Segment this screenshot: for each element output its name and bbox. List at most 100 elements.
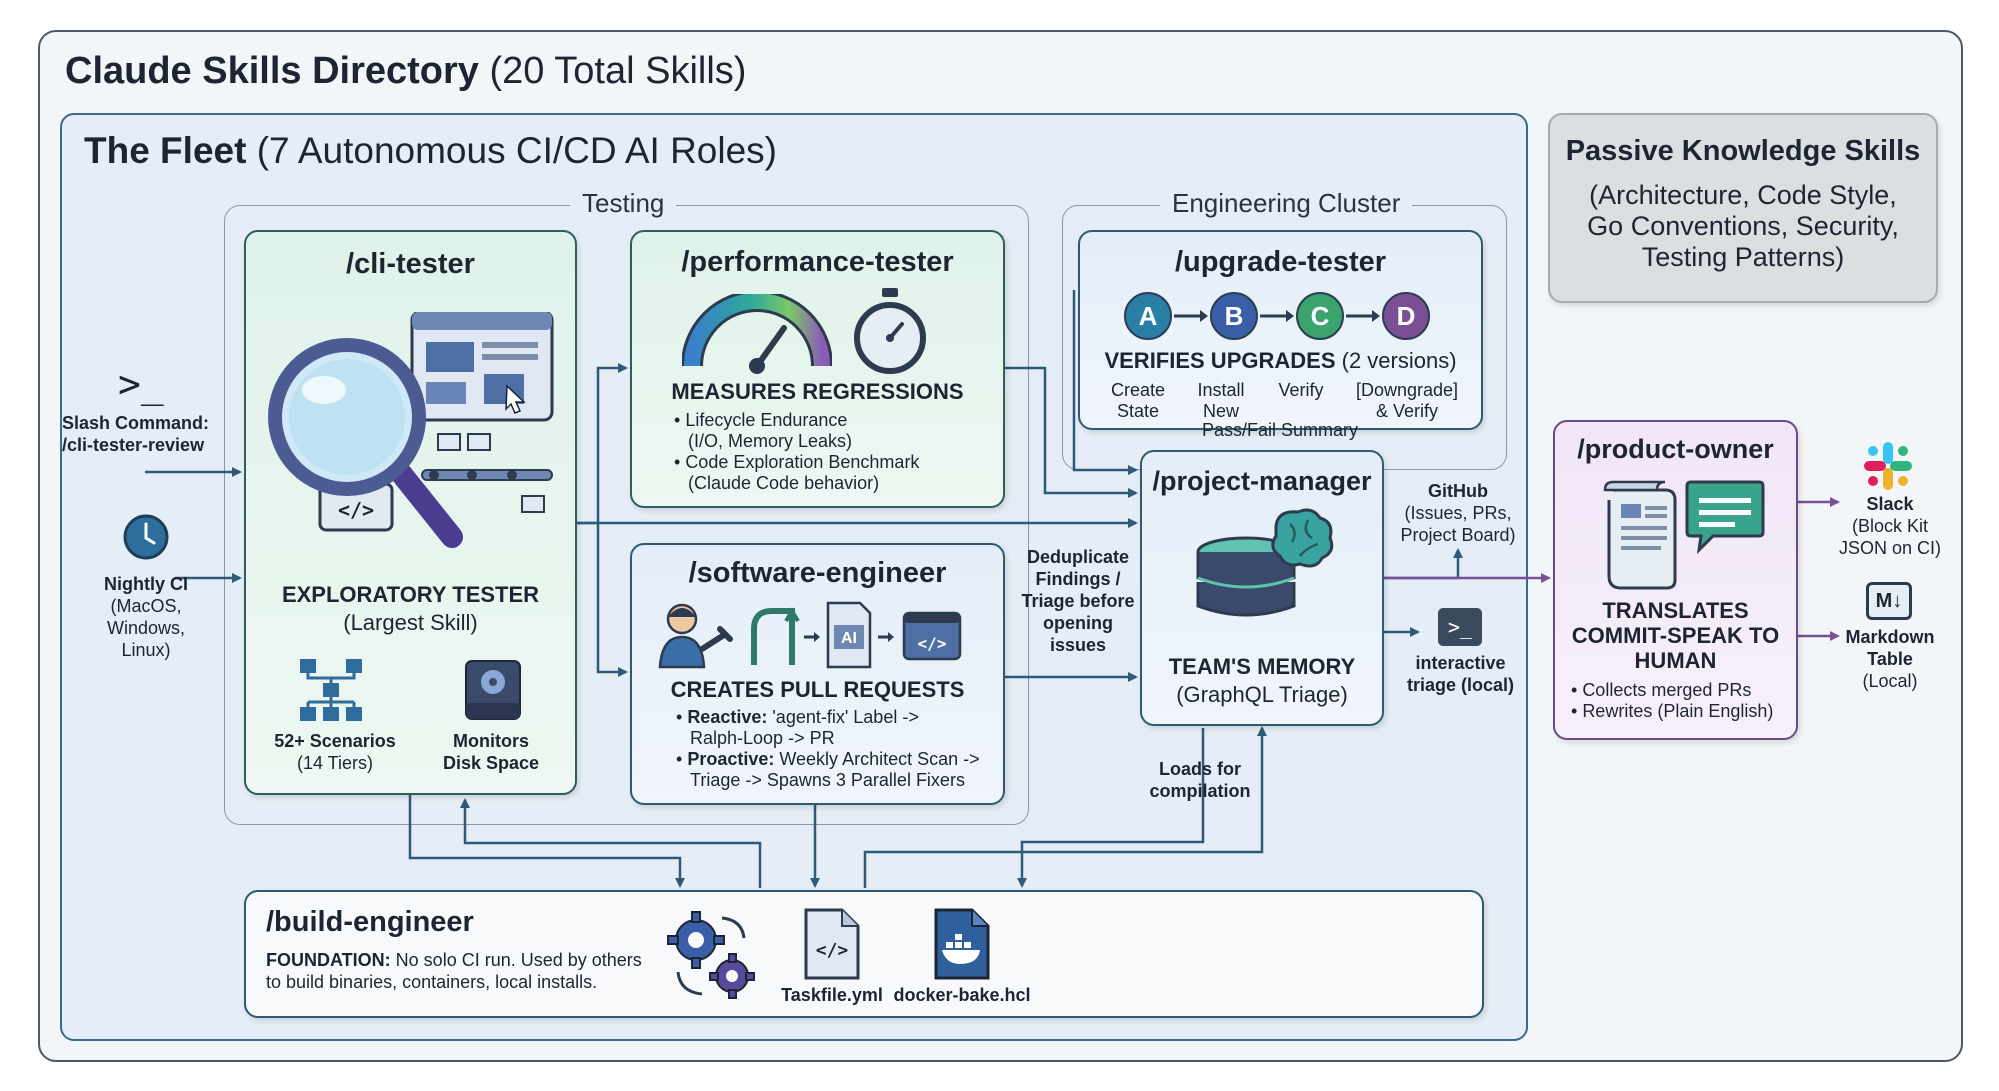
upgrade-to-pm-arrow [1072, 290, 1138, 475]
cli-tester-sub: (Largest Skill) [343, 610, 478, 635]
slash-command-label: Slash Command: [62, 413, 210, 433]
cli-tester-heading: EXPLORATORY TESTER [281, 582, 540, 607]
interactive-line: interactive [1415, 653, 1506, 673]
cli-to-performance-arrow [577, 363, 628, 525]
product-owner-card[interactable]: /product-owner TRANSLATES COMMIT-SPEAK T… [1553, 420, 1798, 740]
performance-tester-card[interactable]: /performance-tester MEASURES REGRESSIONS… [630, 230, 1005, 508]
cli-to-software-arrow [596, 523, 628, 677]
directory-title-count: (20 Total Skills) [489, 50, 747, 92]
bullet-item: • Reactive: 'agent-fix' Label -> [676, 707, 919, 727]
clock-icon [123, 514, 169, 560]
magnifier-dashboard-icon: </> [268, 312, 554, 548]
upgrade-heading-rest: (2 versions) [1341, 348, 1457, 373]
upgrade-col-line: & Verify [1375, 401, 1439, 421]
upgrade-heading-bold: VERIFIES UPGRADES [1104, 348, 1336, 373]
disk-icon [465, 660, 521, 720]
step-b-circle: B [1210, 292, 1258, 340]
engineering-group-label: Engineering Cluster [1160, 188, 1413, 219]
upgrade-heading: VERIFIES UPGRADES (2 versions) [1080, 348, 1481, 374]
foundation-line: FOUNDATION: No solo CI run. Used by othe… [266, 950, 642, 971]
upgrade-tester-card[interactable]: /upgrade-tester A B C D VERIFIES UPGRADE… [1078, 230, 1483, 430]
performance-tester-title: /performance-tester [681, 246, 954, 278]
bullet-sub: Ralph-Loop -> PR [690, 728, 835, 748]
step-arrow-icon [1260, 310, 1294, 322]
cli-tester-card[interactable]: /cli-tester </> EXPLORATORY TESTER (Larg… [244, 230, 577, 795]
markdown-title: Markdown [1845, 627, 1935, 647]
directory-title: Claude Skills Directory (20 Total Skills… [65, 50, 746, 93]
slack-icon [1864, 442, 1912, 490]
pm-heading: TEAM'S MEMORY [1168, 654, 1356, 679]
passive-line: Go Conventions, Security, [1587, 211, 1899, 241]
slack-title: Slack [1866, 494, 1914, 514]
upgrade-col: Create State [1092, 380, 1184, 422]
upgrade-summary: Pass/Fail Summary [1201, 420, 1359, 440]
github-line: Project Board) [1400, 525, 1516, 545]
foundation-label: FOUNDATION: [266, 950, 391, 970]
po-bullets: • Collects merged PRs • Rewrites (Plain … [1571, 680, 1773, 722]
bullet-sub: (I/O, Memory Leaks) [688, 431, 853, 451]
software-bullets: • Reactive: 'agent-fix' Label -> Ralph-L… [676, 707, 980, 791]
fleet-title-bold: The Fleet [84, 130, 247, 171]
project-manager-card[interactable]: /project-manager TEAM'S MEMORY (GraphQL … [1140, 450, 1384, 726]
upgrade-col: Install New [1180, 380, 1262, 422]
code-glyph: </> [338, 498, 374, 522]
gears-icon [667, 911, 755, 999]
upgrade-col-line: New [1202, 401, 1239, 421]
taskfile-label: Taskfile.yml [781, 985, 883, 1005]
bullet-item: • Proactive: Weekly Architect Scan -> [676, 749, 980, 769]
bullet-item: • Collects merged PRs [1571, 680, 1752, 700]
build-engineer-title: /build-engineer [266, 906, 474, 938]
build-engineer-card[interactable]: /build-engineer FOUNDATION: No solo CI r… [244, 890, 1484, 1018]
cli-to-build-arrow [408, 795, 685, 888]
upgrade-col-line: [Downgrade] [1355, 380, 1459, 400]
gauge-icon [682, 294, 832, 374]
step-arrow-icon [1174, 310, 1208, 322]
slash-command-trigger: >_ Slash Command: /cli-tester-review [62, 362, 210, 456]
code-glyph: </> [816, 940, 849, 961]
testing-group-label: Testing [570, 188, 677, 219]
nightly-os-line: Linux) [121, 640, 171, 660]
fleet-title-rest: (7 Autonomous CI/CD AI Roles) [256, 130, 777, 171]
passive-line: (Architecture, Code Style, [1589, 180, 1897, 210]
upgrade-col: [Downgrade] & Verify [1342, 380, 1472, 422]
software-engineer-title: /software-engineer [688, 557, 947, 589]
nightly-os-line: Windows, [106, 618, 186, 638]
nightly-os-line: (MacOS, [110, 596, 182, 616]
loads-line: compilation [1149, 781, 1251, 801]
step-arrow-icon [1346, 310, 1380, 322]
bullet-label: Reactive: [687, 707, 768, 727]
ai-glyph: AI [841, 630, 857, 647]
disk-space-line: Monitors [453, 731, 529, 751]
taskfile-icon: </> [804, 908, 860, 980]
pm-sub: (GraphQL Triage) [1176, 682, 1348, 707]
passive-knowledge-card[interactable]: Passive Knowledge Skills (Architecture, … [1548, 113, 1938, 303]
dedupe-line: Triage before [1021, 591, 1135, 611]
nightly-ci-trigger: Nightly CI (MacOS, Windows, Linux) [88, 512, 204, 661]
dedupe-line: Deduplicate [1026, 547, 1130, 567]
upgrade-col-line: State [1116, 401, 1160, 421]
performance-heading: MEASURES REGRESSIONS [671, 379, 964, 404]
step-d-circle: D [1382, 292, 1430, 340]
performance-bullets: • Lifecycle Endurance (I/O, Memory Leaks… [674, 410, 919, 494]
terminal-prompt-icon: >_ [118, 362, 164, 406]
bullet-label: Proactive: [687, 749, 775, 769]
dedupe-line: opening [1043, 613, 1113, 633]
bullet-sub: (Claude Code behavior) [688, 473, 880, 493]
po-heading-line: COMMIT-SPEAK TO [1571, 623, 1780, 648]
software-heading: CREATES PULL REQUESTS [670, 677, 965, 702]
software-engineer-card[interactable]: /software-engineer AI </> CREATES PULL R… [630, 543, 1005, 805]
github-line: (Issues, PRs, [1404, 503, 1512, 523]
step-c-circle: C [1296, 292, 1344, 340]
slash-command-name: /cli-tester-review [62, 435, 205, 455]
github-title: GitHub [1428, 481, 1488, 501]
dedupe-line: issues [1049, 635, 1107, 655]
bullet-text: Weekly Architect Scan -> [779, 749, 980, 769]
scenarios-sub: (14 Tiers) [296, 753, 374, 773]
upgrade-col: Verify [1260, 380, 1342, 401]
scenario-tree-icon [300, 659, 362, 721]
interactive-terminal-icon: >_ [1438, 608, 1482, 646]
cli-tester-title: /cli-tester [346, 248, 475, 280]
dedupe-annotation: Deduplicate Findings / Triage before ope… [1018, 546, 1138, 656]
document-chat-icon [1603, 480, 1765, 590]
